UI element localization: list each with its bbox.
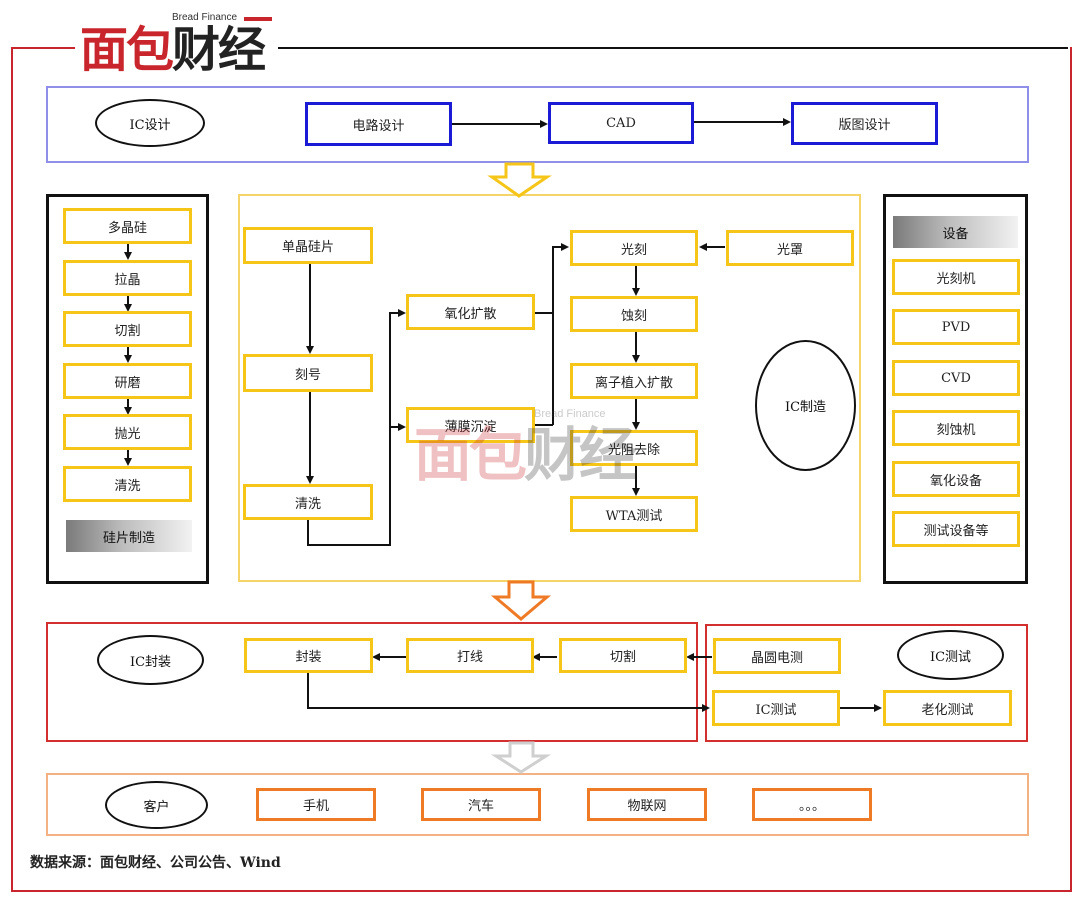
mfg-step: 刻号	[243, 354, 373, 392]
mfg-step: 光刻	[570, 230, 698, 266]
equipment-item: 氧化设备	[892, 461, 1020, 497]
mfg-step: 离子植入扩散	[570, 363, 698, 399]
logo-dark: 财经	[172, 22, 266, 78]
packaging-step: 切割	[559, 638, 687, 673]
testing-step: 晶圆电测	[713, 638, 841, 674]
logo: 面包财经	[80, 22, 266, 78]
wafer-step: 切割	[63, 311, 192, 347]
wafer-step: 抛光	[63, 414, 192, 450]
testing-section	[705, 624, 1028, 742]
equipment-item: 光刻机	[892, 259, 1020, 295]
mfg-step: 蚀刻	[570, 296, 698, 332]
cad-box: CAD	[548, 102, 694, 144]
logo-bar	[244, 17, 272, 21]
logo-subtitle: Bread Finance	[172, 12, 238, 23]
manufacturing-section	[238, 194, 861, 582]
frame-top-left	[11, 47, 75, 49]
wafer-label: 硅片制造	[66, 520, 192, 552]
wafer-step: 清洗	[63, 466, 192, 502]
mfg-step: 氧化扩散	[406, 294, 535, 330]
layout-design-box: 版图设计	[791, 102, 938, 145]
customers-section	[46, 773, 1029, 836]
testing-step: IC测试	[712, 690, 840, 726]
wafer-step: 研磨	[63, 363, 192, 399]
wafer-step: 拉晶	[63, 260, 192, 296]
logo-red: 面包	[80, 22, 174, 78]
mfg-step: 薄膜沉淀	[406, 407, 535, 443]
equipment-item: 测试设备等	[892, 511, 1020, 547]
mfg-step: 光阻去除	[570, 430, 698, 466]
customer-item: 手机	[256, 788, 376, 821]
customer-item: 。。。	[752, 788, 872, 821]
equipment-item: PVD	[892, 309, 1020, 345]
packaging-step: 打线	[406, 638, 534, 673]
mfg-step: 清洗	[243, 484, 373, 520]
circuit-design-box: 电路设计	[305, 102, 452, 146]
customers-label: 客户	[105, 781, 208, 829]
ic-manufacturing-label: IC制造	[755, 340, 856, 471]
mfg-step: WTA测试	[570, 496, 698, 532]
ic-design-section	[46, 86, 1029, 163]
equipment-item: CVD	[892, 360, 1020, 396]
wafer-section	[46, 194, 209, 584]
equipment-section	[883, 194, 1028, 584]
mask-box: 光罩	[726, 230, 854, 266]
ic-packaging-label: IC封装	[97, 635, 204, 685]
wafer-step: 多晶硅	[63, 208, 192, 244]
packaging-section	[46, 622, 698, 742]
customer-item: 物联网	[587, 788, 707, 821]
equipment-item: 刻蚀机	[892, 410, 1020, 446]
frame-top-right	[278, 47, 1068, 49]
testing-step: 老化测试	[883, 690, 1012, 726]
customer-item: 汽车	[421, 788, 541, 821]
ic-testing-label: IC测试	[897, 630, 1004, 680]
outer-frame	[11, 47, 1072, 892]
ic-design-label: IC设计	[95, 99, 205, 147]
mfg-step: 单晶硅片	[243, 227, 373, 264]
source-note: 数据来源：面包财经、公司公告、Wind	[30, 855, 281, 871]
equipment-title: 设备	[893, 216, 1018, 248]
packaging-step: 封装	[244, 638, 373, 673]
